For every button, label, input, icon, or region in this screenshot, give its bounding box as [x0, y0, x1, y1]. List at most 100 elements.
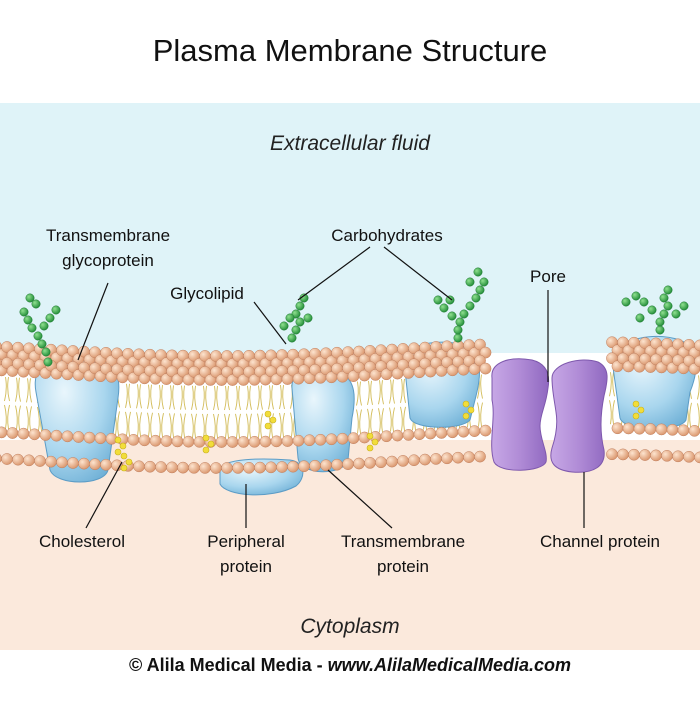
sugar-unit — [660, 310, 668, 318]
transmembrane-glycoprotein-label: Transmembrane glycoprotein — [22, 223, 194, 273]
sugar-unit — [648, 306, 656, 314]
phospholipid-head — [100, 459, 111, 470]
phospholipid-head — [161, 435, 172, 446]
phospholipid-head — [430, 453, 441, 464]
lipid-tail — [225, 414, 230, 438]
lipid-tail — [159, 385, 164, 409]
lipid-tail — [148, 385, 153, 409]
lipid-tail — [5, 405, 10, 429]
website-link[interactable]: www.AlilaMedicalMedia.com — [328, 655, 571, 675]
peripheral-protein-label: Peripheral protein — [186, 529, 306, 579]
cholesterol-ring — [126, 459, 132, 465]
cholesterol-ring — [270, 417, 276, 423]
phospholipid-head — [634, 423, 645, 434]
lipid-tail — [137, 412, 142, 436]
lipid-tail — [390, 408, 395, 432]
sugar-unit — [456, 318, 464, 326]
cholesterol-ring — [115, 437, 121, 443]
phospholipid-head — [51, 430, 62, 441]
phospholipid-head — [73, 431, 84, 442]
footer-separator: - — [312, 655, 328, 675]
lipid-tail — [203, 386, 208, 410]
cholesterol-ring — [468, 407, 474, 413]
phospholipid-head — [447, 427, 458, 438]
phospholipid-head — [89, 459, 100, 470]
sugar-unit — [26, 294, 34, 302]
sugar-unit — [28, 324, 36, 332]
lipid-tail — [192, 386, 197, 410]
sugar-unit — [664, 302, 672, 310]
phospholipid-head — [337, 433, 348, 444]
sugar-unit — [296, 318, 304, 326]
lipid-tail — [478, 403, 483, 427]
lipid-tail — [401, 407, 406, 431]
phospholipid-head — [425, 428, 436, 439]
phospholipid-head — [271, 436, 282, 447]
phospholipid-head — [188, 462, 199, 473]
phospholipid-head — [458, 426, 469, 437]
lipid-tail — [247, 414, 252, 438]
cholesterol-ring — [633, 413, 639, 419]
phospholipid-head — [287, 461, 298, 472]
sugar-unit — [446, 296, 454, 304]
lipid-tail — [236, 414, 241, 438]
cholesterol-ring — [208, 441, 214, 447]
lipid-tail — [16, 406, 21, 430]
lipid-tail — [390, 380, 395, 404]
phospholipid-head — [474, 451, 485, 462]
phospholipid-head — [348, 433, 359, 444]
lipid-tail — [203, 414, 208, 438]
phospholipid-head — [95, 433, 106, 444]
phospholipid-head — [326, 434, 337, 445]
lipid-tail — [280, 385, 285, 409]
phospholipid-head — [199, 462, 210, 473]
lipid-tail — [610, 400, 615, 424]
phospholipid-head — [606, 449, 617, 460]
sugar-unit — [640, 298, 648, 306]
lipid-tail — [170, 413, 175, 437]
lipid-tail — [379, 380, 384, 404]
phospholipid-head — [315, 434, 326, 445]
lipid-tail — [357, 410, 362, 434]
phospholipid-head — [56, 457, 67, 468]
lipid-tail — [236, 386, 241, 410]
sugar-unit — [472, 294, 480, 302]
phospholipid-head — [689, 425, 700, 436]
phospholipid-head — [408, 455, 419, 466]
cholesterol-ring — [115, 449, 121, 455]
lipid-tail — [181, 386, 186, 410]
extracellular-fluid-label: Extracellular fluid — [0, 132, 700, 156]
phospholipid-head — [254, 462, 265, 473]
cholesterol-ring — [638, 407, 644, 413]
sugar-unit — [434, 296, 442, 304]
pore-label: Pore — [514, 264, 582, 289]
lipid-tail — [27, 378, 32, 402]
sugar-unit — [632, 292, 640, 300]
sugar-unit — [680, 302, 688, 310]
lipid-tail — [159, 413, 164, 437]
phospholipid-head — [150, 435, 161, 446]
sugar-unit — [460, 310, 468, 318]
cholesterol-label: Cholesterol — [22, 529, 142, 554]
lipid-tail — [225, 386, 230, 410]
lipid-tail — [5, 377, 10, 401]
cholesterol-ring — [463, 413, 469, 419]
phospholipid-head — [67, 457, 78, 468]
lipid-tail — [401, 379, 406, 403]
phospholipid-head — [29, 429, 40, 440]
cytoplasm-label: Cytoplasm — [0, 615, 700, 639]
phospholipid-head — [216, 436, 227, 447]
phospholipid-head — [23, 455, 34, 466]
phospholipid-head — [645, 423, 656, 434]
cholesterol-ring — [633, 401, 639, 407]
phospholipid-head — [293, 435, 304, 446]
phospholipid-head — [282, 435, 293, 446]
phospholipid-head — [276, 461, 287, 472]
sugar-unit — [454, 326, 462, 334]
lipid-tail — [258, 386, 263, 410]
cholesterol-ring — [203, 435, 209, 441]
transmembrane-protein-label: Transmembrane protein — [318, 529, 488, 579]
sugar-unit — [660, 294, 668, 302]
cholesterol-ring — [120, 443, 126, 449]
